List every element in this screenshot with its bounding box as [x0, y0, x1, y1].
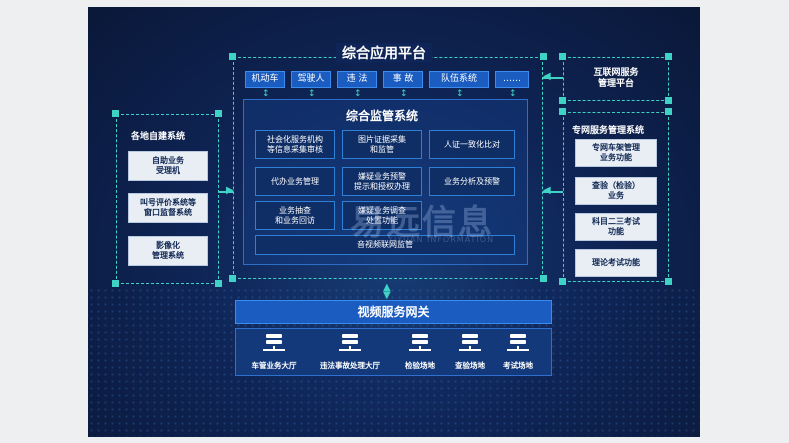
site-label-0: 车管业务大厅 — [251, 361, 297, 371]
site-label-4: 考试场地 — [503, 361, 533, 371]
tab-connector-icon: ↕ — [400, 89, 408, 99]
tab-connector-icon: ↕ — [308, 89, 316, 99]
right-system-frame — [563, 112, 669, 282]
supervision-title: 综合监管系统 — [346, 109, 419, 123]
left-system-frame — [116, 114, 219, 284]
tab-connector-icon: ↕ — [456, 89, 464, 99]
watermark-subtext: YIYUAN INFORMATION — [388, 235, 495, 244]
site-label-1: 违法事故处理大厅 — [320, 361, 380, 371]
platform-title: 综合应用平台 — [336, 43, 432, 63]
internet-platform-frame — [563, 57, 669, 101]
server-icon — [339, 334, 361, 354]
tab-5: …… — [495, 71, 529, 88]
right-system-item-1: 查验（检验） 业务 — [575, 177, 657, 205]
site-label-2: 检验场地 — [405, 361, 435, 371]
supervision-cell-6: 业务抽查 和业务回访 — [255, 201, 335, 230]
tab-connector-icon: ↕ — [262, 89, 270, 99]
tab-3: 事 故 — [383, 71, 423, 88]
internet-platform-label: 互联网服务 管理平台 — [593, 67, 639, 89]
tab-0: 机动车 — [245, 71, 285, 88]
av-network-bar: 音视频联网监管 — [255, 235, 515, 255]
video-gateway: 视频服务网关 — [235, 300, 552, 324]
right-system-title: 专网服务管理系统 — [572, 126, 645, 136]
tab-connector-icon: ↕ — [354, 89, 362, 99]
left-system-item-1: 叫号评价系统等 窗口监督系统 — [128, 193, 208, 223]
supervision-cell-0: 社会化服务机构 等信息采集审核 — [255, 130, 335, 159]
tab-2: 违 法 — [337, 71, 377, 88]
server-icon — [409, 334, 431, 354]
left-system-title: 各地自建系统 — [131, 132, 186, 142]
tab-1: 驾驶人 — [291, 71, 331, 88]
left-system-item-2: 影像化 管理系统 — [128, 236, 208, 266]
supervision-cell-2: 人证一致化比对 — [429, 130, 515, 159]
supervision-cell-5: 业务分析及预警 — [429, 167, 515, 196]
supervision-cell-4: 嫌疑业务预警 提示和授权办理 — [342, 167, 422, 196]
right-system-item-3: 理论考试功能 — [575, 249, 657, 277]
diagram-canvas: 综合应用平台 机动车↕驾驶人↕违 法↕事 故↕队伍系统↕……↕ 综合监管系统 社… — [88, 7, 700, 437]
supervision-cell-1: 图片证据采集 和监管 — [342, 130, 422, 159]
server-icon — [507, 334, 529, 354]
site-label-3: 查验场地 — [455, 361, 485, 371]
tab-connector-icon: ↕ — [509, 89, 517, 99]
right-system-item-2: 科目二三考试 功能 — [575, 213, 657, 241]
server-icon — [459, 334, 481, 354]
watermark-text: 易远信息 — [350, 203, 494, 243]
supervision-cell-3: 代办业务管理 — [255, 167, 335, 196]
server-icon — [263, 334, 285, 354]
supervision-cell-7: 嫌疑业务调查 处置功能 — [342, 201, 422, 230]
sites-panel — [235, 328, 552, 376]
left-system-item-0: 自助业务 受理机 — [128, 151, 208, 181]
right-system-item-0: 专网车架管理 业务功能 — [575, 139, 657, 167]
tab-4: 队伍系统 — [429, 71, 489, 88]
